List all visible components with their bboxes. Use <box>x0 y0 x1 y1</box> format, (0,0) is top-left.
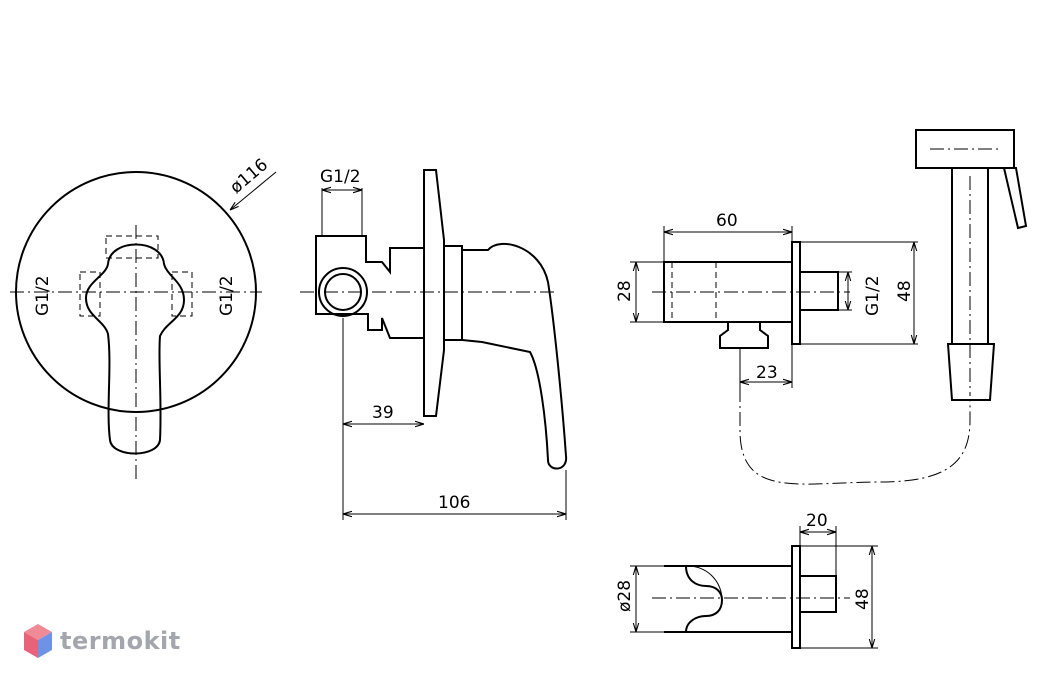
hidden-body-top <box>105 235 159 259</box>
mixer-handle <box>84 243 186 455</box>
front-thread-left-label: G1/2 <box>33 275 53 316</box>
outlet-thread-label: G1/2 <box>863 275 883 316</box>
front-diameter-label: ø116 <box>226 155 272 198</box>
shower-trigger <box>1002 167 1028 230</box>
side-escutcheon <box>444 245 463 341</box>
side-handle <box>461 242 568 470</box>
cube-logo-icon <box>24 624 52 658</box>
shower-hose-cone <box>946 343 996 401</box>
side-view: G1/2 39 106 <box>300 167 568 520</box>
holder-diameter-label: ø28 <box>615 580 635 612</box>
side-wall-plate <box>423 169 445 417</box>
outlet-offset-label: 23 <box>756 363 778 383</box>
holder-plate-label: 48 <box>853 588 873 610</box>
holder-depth-label: 20 <box>806 511 828 531</box>
holder-thread-stub <box>799 575 837 613</box>
holder-clip-arc <box>685 565 723 601</box>
watermark-logo: termokit <box>22 622 181 660</box>
side-thread-label: G1/2 <box>320 167 361 187</box>
outlet-wall-plate <box>791 241 801 345</box>
holder-wall-plate <box>791 545 801 649</box>
outlet-length-label: 60 <box>716 211 738 231</box>
holder-clip-left <box>664 565 724 633</box>
front-thread-right-label: G1/2 <box>217 275 237 316</box>
side-total-label: 106 <box>438 493 470 513</box>
shower-hose <box>739 388 971 485</box>
diameter-leader <box>230 171 277 210</box>
hand-shower <box>915 129 1028 401</box>
side-depth-label: 39 <box>372 403 394 423</box>
holder-view: 20 ø28 48 <box>615 511 878 649</box>
hidden-port-left <box>79 271 101 317</box>
outlet-plate-label: 48 <box>895 280 915 302</box>
outlet-thread-stub <box>799 271 839 311</box>
outlet-view: 60 28 G1/2 48 23 <box>615 211 971 485</box>
outlet-height-label: 28 <box>615 280 635 302</box>
watermark-text: termokit <box>60 627 181 655</box>
hidden-port-right <box>171 271 193 317</box>
outlet-hose-connector <box>719 322 769 349</box>
side-valve-body <box>315 235 425 339</box>
front-view: ø116 G1/2 G1/2 <box>10 155 277 480</box>
holder-body <box>664 565 793 633</box>
